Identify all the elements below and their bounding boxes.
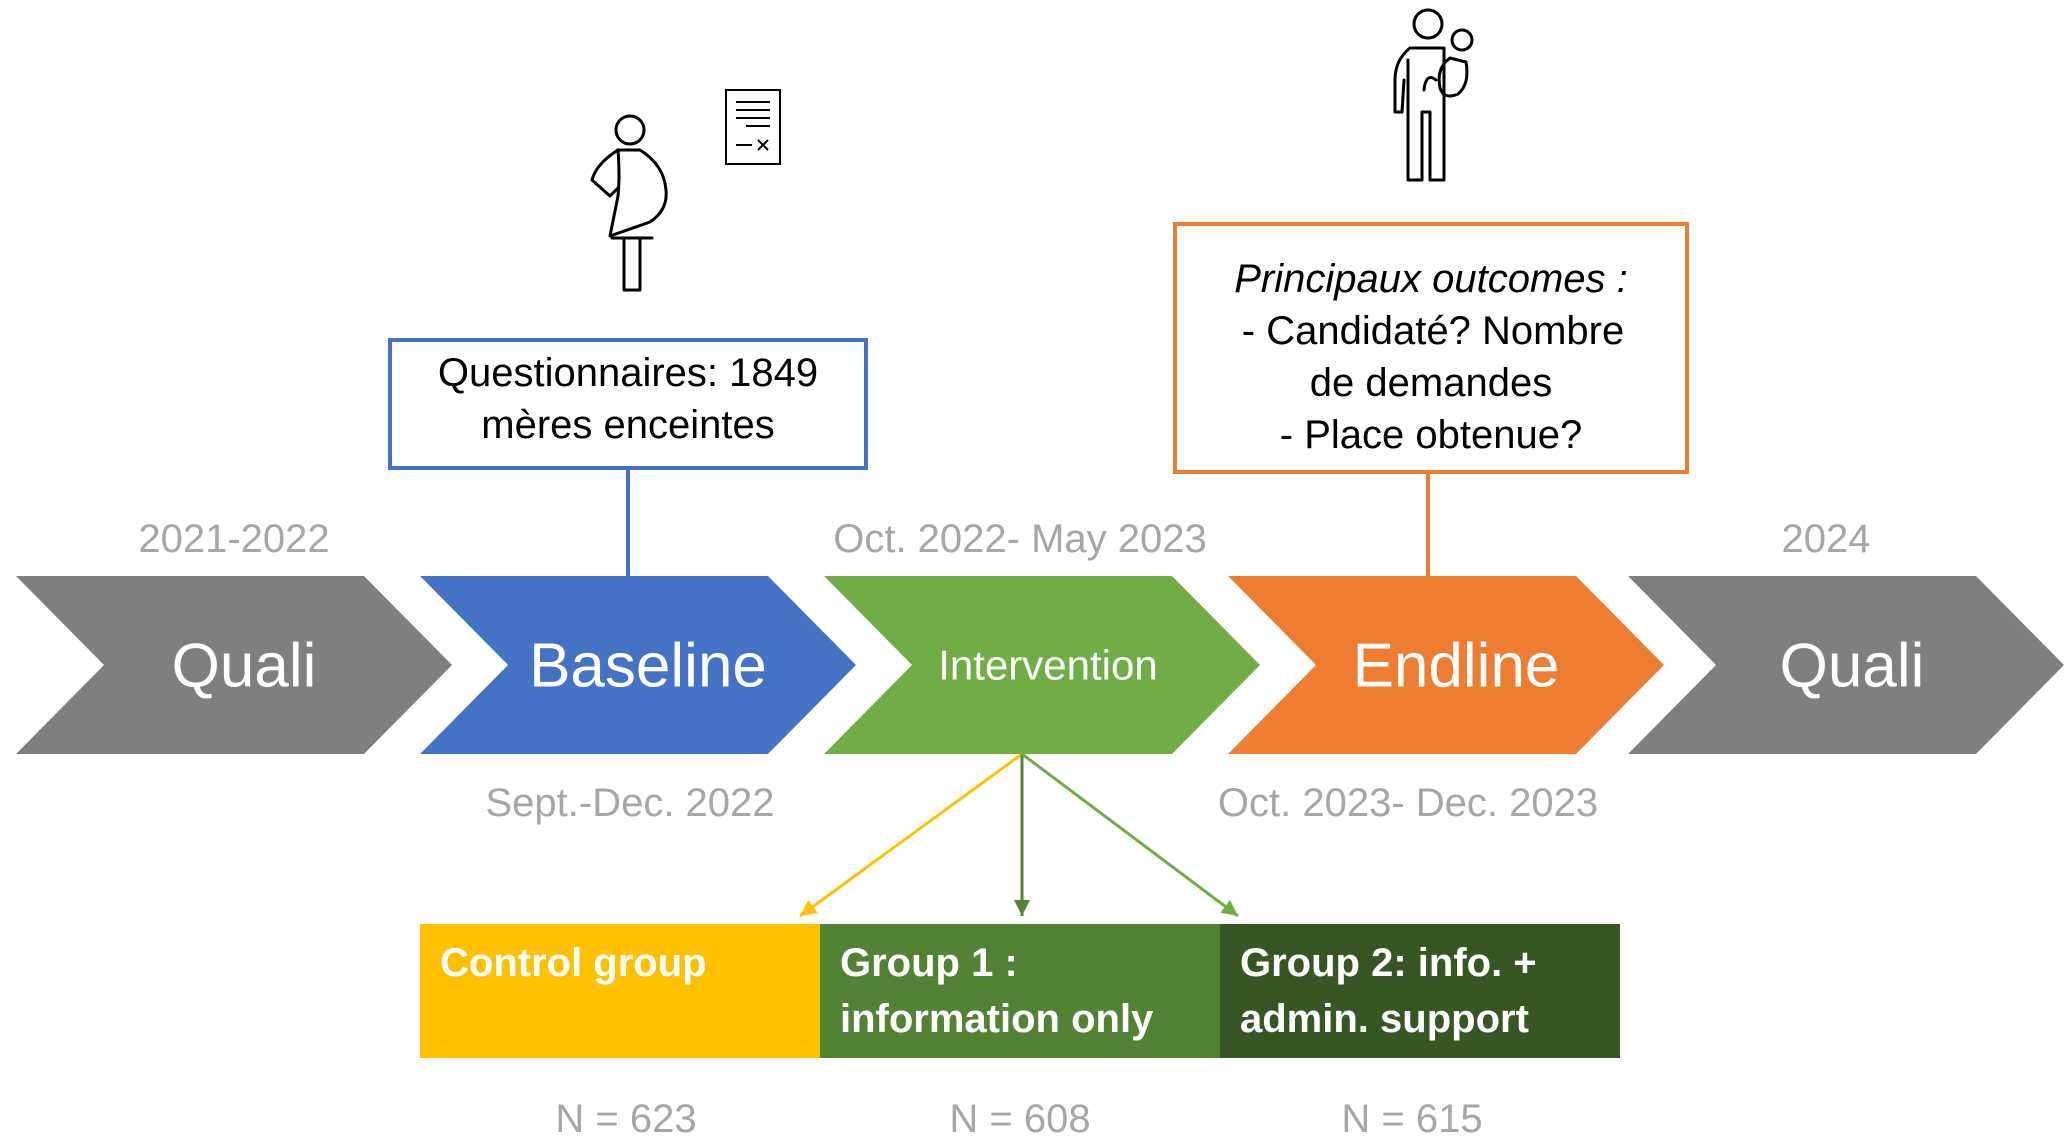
endline-box-line-1: - Candidaté? Nombre	[1242, 309, 1624, 353]
group-arrows	[799, 752, 1239, 918]
arrowhead-group2	[1220, 900, 1238, 916]
group-label-group1-line-1: Group 1 :	[840, 941, 1018, 985]
chevron-endline	[1228, 576, 1664, 754]
group-box-group1	[820, 924, 1220, 1058]
date-above-quali2: 2024	[1782, 517, 1871, 561]
group-count-group1: N = 608	[949, 1097, 1090, 1141]
date-above-intervention: Oct. 2022- May 2023	[833, 517, 1207, 561]
group-label-group2-line-1: Group 2: info. +	[1240, 941, 1537, 985]
baseline-box-line-1: Questionnaires: 1849	[438, 351, 818, 395]
phase-label-intervention: Intervention	[938, 642, 1157, 689]
parent-with-child-icon	[1393, 8, 1474, 182]
date-above-quali1: 2021-2022	[138, 517, 329, 561]
phase-label-baseline: Baseline	[529, 632, 767, 701]
date-below-baseline: Sept.-Dec. 2022	[485, 781, 774, 825]
group-box-control	[420, 924, 820, 1058]
baseline-info-box: Questionnaires: 1849 mères enceintes	[388, 338, 868, 470]
chevron-quali2	[1628, 576, 2064, 754]
group-label-group2-line-2: admin. support	[1240, 997, 1529, 1041]
date-below-endline: Oct. 2023- Dec. 2023	[1218, 781, 1598, 825]
endline-box-line-2: de demandes	[1310, 361, 1552, 405]
group-label-control-line-1: Control group	[440, 941, 707, 985]
chevron-quali1	[16, 576, 452, 754]
arrow-to-control	[799, 752, 1023, 918]
group-count-control: N = 623	[555, 1097, 696, 1141]
baseline-box-line-2: mères enceintes	[481, 403, 774, 447]
phase-label-endline: Endline	[1353, 632, 1560, 701]
phase-label-quali1: Quali	[172, 632, 317, 701]
group-boxes: Control group N = 623 Group 1 : information…	[420, 924, 1620, 1141]
arrow-to-group2	[1021, 752, 1239, 918]
endline-box-title: Principaux outcomes :	[1234, 257, 1628, 301]
phase-label-quali2: Quali	[1780, 632, 1925, 701]
endline-outcomes-box: Principaux outcomes : - Candidaté? Nombr…	[1173, 222, 1689, 474]
group-label-group1-line-2: information only	[840, 997, 1154, 1041]
chevron-intervention	[824, 576, 1260, 754]
pregnant-woman-icon	[590, 114, 668, 292]
group-count-group2: N = 615	[1341, 1097, 1482, 1141]
arrowhead-control	[800, 900, 818, 916]
endline-box-line-3: - Place obtenue?	[1280, 413, 1582, 457]
group-box-group2	[1220, 924, 1620, 1058]
chevron-baseline	[420, 576, 856, 754]
questionnaire-form-icon	[725, 89, 781, 165]
arrowhead-group1	[1014, 900, 1030, 916]
